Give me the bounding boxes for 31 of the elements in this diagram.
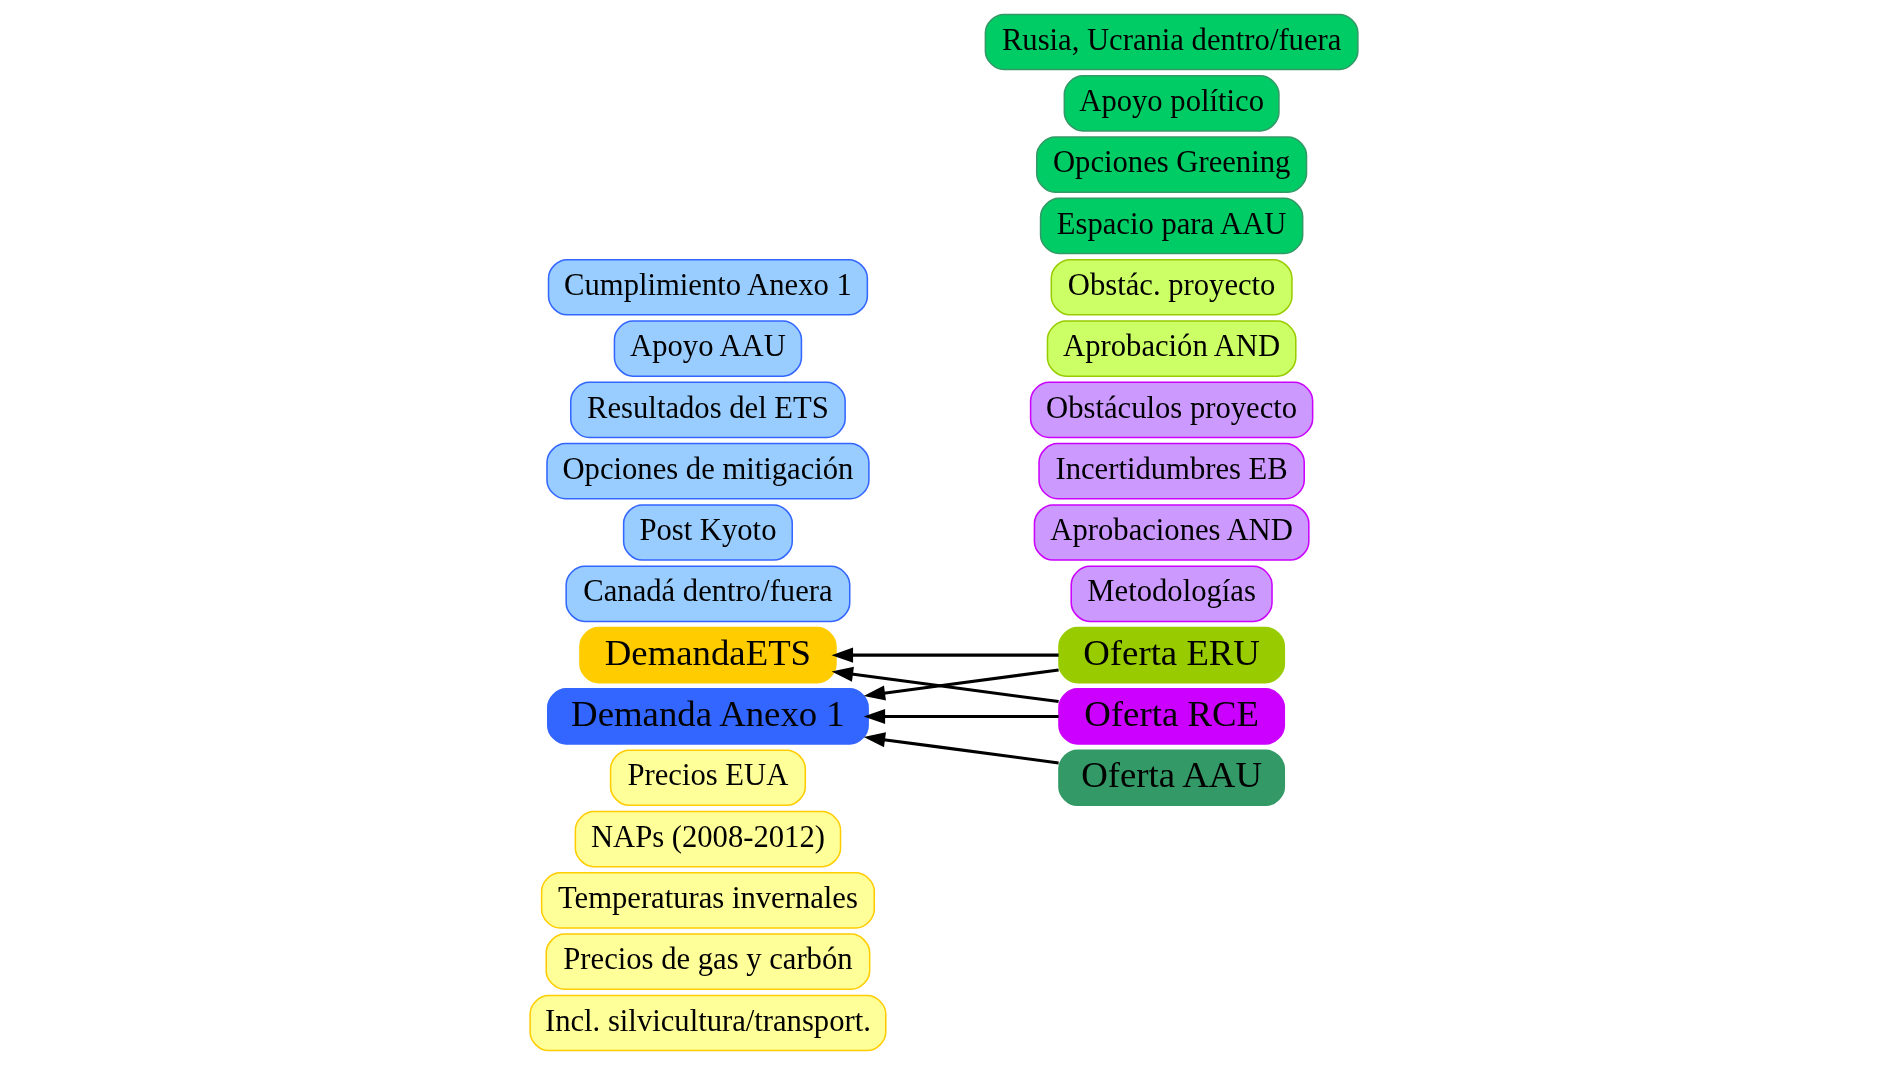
node-box: Obstác. proyecto (1050, 258, 1293, 316)
node-box: Demanda Anexo 1 (547, 688, 869, 745)
arrow (863, 708, 1059, 724)
node-box: Oferta RCE (1058, 688, 1286, 745)
node-box: DemandaETS (579, 626, 837, 684)
node-box: Opciones Greening (1035, 136, 1308, 193)
node-box: Apoyo AAU (613, 320, 803, 377)
node-box: Rusia, Ucrania dentro/fuera (984, 13, 1359, 71)
node-box: Resultados del ETS (570, 381, 846, 439)
node-box: Incl. silvicultura/transport. (529, 994, 887, 1052)
node-box: Incertidumbres EB (1038, 442, 1305, 500)
node-box: Obstáculos proyecto (1029, 381, 1314, 439)
node-box: Opciones de mitigación (546, 442, 870, 500)
node-box: Oferta AAU (1058, 749, 1286, 807)
node-box: Cumplimiento Anexo 1 (547, 258, 869, 316)
node-box: Aprobaciones AND (1033, 504, 1310, 561)
node-box: Canadá dentro/fuera (565, 565, 851, 623)
arrow (863, 732, 1059, 765)
arrow (863, 668, 1059, 701)
node-box: Precios de gas y carbón (545, 933, 871, 991)
node-box: Metodologías (1070, 565, 1273, 623)
arrow (831, 647, 1059, 663)
node-box: Precios EUA (609, 749, 807, 807)
arrow (831, 666, 1059, 704)
node-box: Oferta ERU (1058, 626, 1286, 684)
node-box: Apoyo político (1063, 74, 1280, 132)
node-box: Aprobación AND (1046, 320, 1297, 377)
node-box: NAPs (2008-2012) (574, 810, 842, 868)
node-box: Temperaturas invernales (540, 872, 876, 929)
node-box: Post Kyoto (622, 504, 793, 561)
node-box: Espacio para AAU (1039, 197, 1304, 255)
